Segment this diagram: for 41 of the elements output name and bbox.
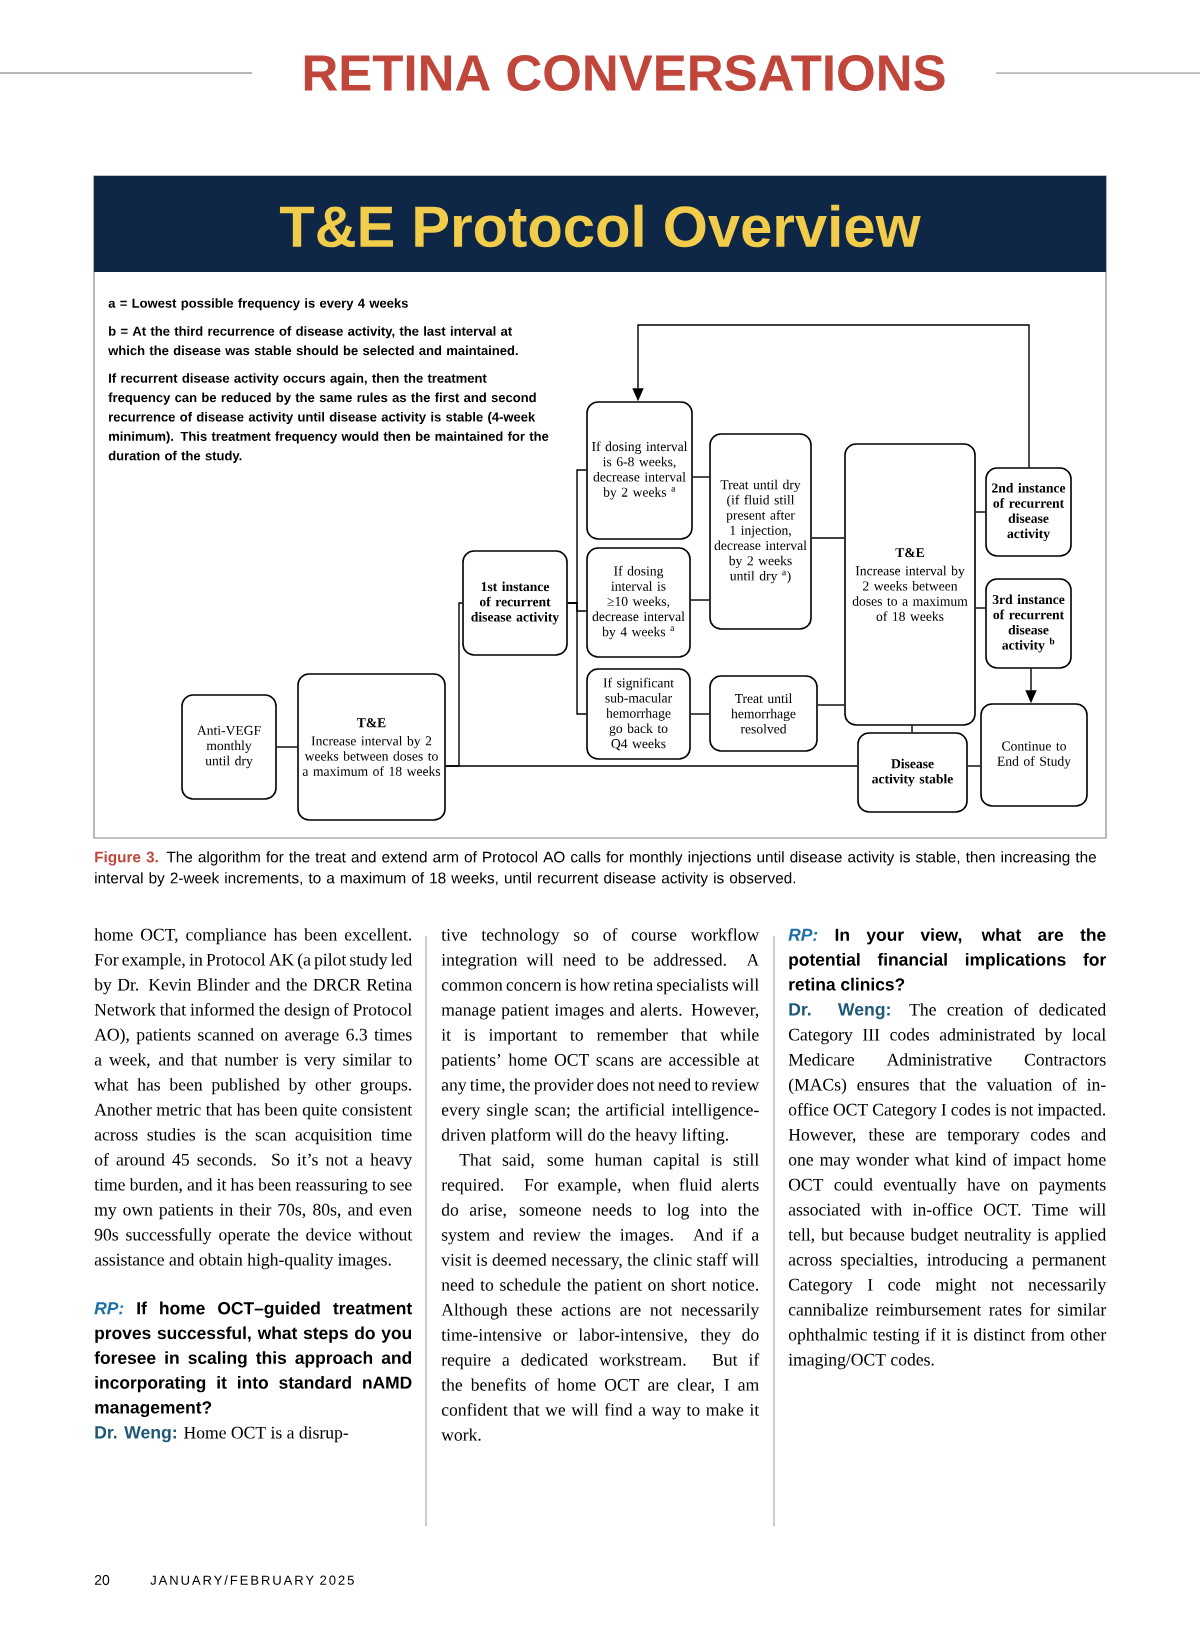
process-box: 1st instance of recurrent disease activity [462, 550, 568, 656]
connector [690, 599, 710, 601]
process-box: Continue to End of Study [980, 703, 1088, 807]
process-box: Treat until dry (if fluid still present after 1 injection, decrease interval by 2 weeks until dry $^{a}$) [709, 433, 812, 630]
interview-answer: Dr. Weng: Home OCT is a disrup- [95, 1426, 349, 1443]
connector [975, 607, 986, 609]
footnote-text: a = Lowest possible frequency is every 4 weeks [108, 298, 408, 311]
section-heading: RETINA CONVERSATIONS [304, 54, 945, 92]
connector [811, 537, 845, 539]
article-paragraph: That said, some human capital is still required. For example, when fluid alerts do arise, someone needs to log into the system and review the images. And if a visit is deemed necessary, the clinic staff will need to schedule the patient on short notice. Although these actions are not necessarily time-intensive or labor-intensive, they do require a dedicated workstream. But if the benefits of home OCT are clear, I am confident that we will find a way to make it work. [441, 1153, 760, 1441]
connector [817, 704, 845, 706]
connector [276, 746, 298, 748]
figure-caption: Figure 3. The algorithm for the treat and extend arm of Protocol AO calls for monthly injections until disease activity is stable, then increasing the interval by 2-week increments, to a maximum of 18 weeks, until recurrent disease activity is observed. [95, 851, 1096, 887]
process-box: If dosing interval is 6-8 weeks, decrease interval by 2 weeks $^{a}$ [586, 401, 693, 540]
interview-question: RP: In your view, what are the potential financial implications for retina clinics? [788, 928, 1106, 991]
process-box: Anti-VEGF monthly until dry [181, 694, 277, 800]
article-paragraph: home OCT, compliance has been excellent. For example, in Protocol AK (a pilot study led by Dr. Kevin Blinder and the DRCR Retina Network that informed the design of Protocol AO), patients scanned on average 6.3 times a week, and that number is very similar to what has been published by other groups. Another metric that has been quite consistent across studies is the scan acquisition time of around 45 seconds. So it’s not a heavy time burden, and it has been reassuring to see my own patients in their 70s, 80s, and even 90s successfully operate the device without assistance and obtain high-quality images. [94, 928, 413, 1270]
process-box: Disease activity stable [857, 732, 968, 813]
interview-answer: Dr. Weng: The creation of dedicated Category III codes administrated by local Medicare Administrative Contractors (MACs) ensures that the valuation of in-office OCT Category I codes is not impacted. However, these are temporary codes and one may wonder what kind of impact home OCT could eventually have on payments associated with in-office OCT. Time will tell, but because budget neutrality is applied across specialties, introducing a permanent Category I code might not necessarily cannibalize reimbursement rates for similar ophthalmic testing if it is distinct from other imaging/OCT codes. [788, 1003, 1107, 1370]
connector [975, 511, 986, 513]
process-box: Treat until hemorrhage resolved [709, 675, 818, 752]
article-paragraph: tive technology so of course workflow integration will need to be addressed. A common concern is how retina specialists will manage patient images and alerts. However, it is important to remember that while patients’ home OCT scans are accessible at any time, the provider does not need to review every single scan; the artificial intelligence-driven platform will do the heavy lifting. [441, 928, 760, 1145]
process-box: 3rd instance of recurrent disease activity $^{b}$ [985, 578, 1072, 669]
connector [445, 765, 858, 767]
connector [692, 476, 710, 478]
page-number: 20 [94, 1575, 110, 1585]
connector [567, 602, 587, 715]
process-box: 2nd instance of recurrent disease activity [985, 467, 1072, 557]
connector [911, 725, 913, 733]
process-box: If significant sub-macular hemorrhage go back to Q4 weeks [586, 668, 691, 760]
connector [632, 324, 1030, 468]
title-banner: T&E Protocol Overview [94, 176, 1106, 272]
process-box: T&E Increase interval by 2 weeks between doses to a maximum of 18 weeks [844, 443, 976, 726]
process-box: T&E Increase interval by 2 weeks between doses to a maximum of 18 weeks [297, 673, 446, 821]
footnote-text: b = At the third recurrence of disease activity, the last interval at which the disease was stable should be selected and maintained. [108, 326, 518, 356]
note-text: If recurrent disease activity occurs again, then the treatment frequency can be reduced by the same rules as the first and second recurrence of disease activity until disease activity is stable (4-week minimum). This treatment frequency would then be maintained for the duration of the study. [108, 373, 549, 463]
interview-question: RP: If home OCT–guided treatment proves successful, what steps do you foresee in scaling this approach and incorporating it into standard nAMD management? [94, 1301, 412, 1418]
connector [690, 713, 710, 715]
process-box: If dosing interval is ≥10 weeks, decrease interval by 4 weeks $^{a}$ [586, 547, 691, 658]
issue-date: JANUARY/FEBRUARY 2025 [150, 1575, 354, 1585]
connector [967, 765, 981, 767]
